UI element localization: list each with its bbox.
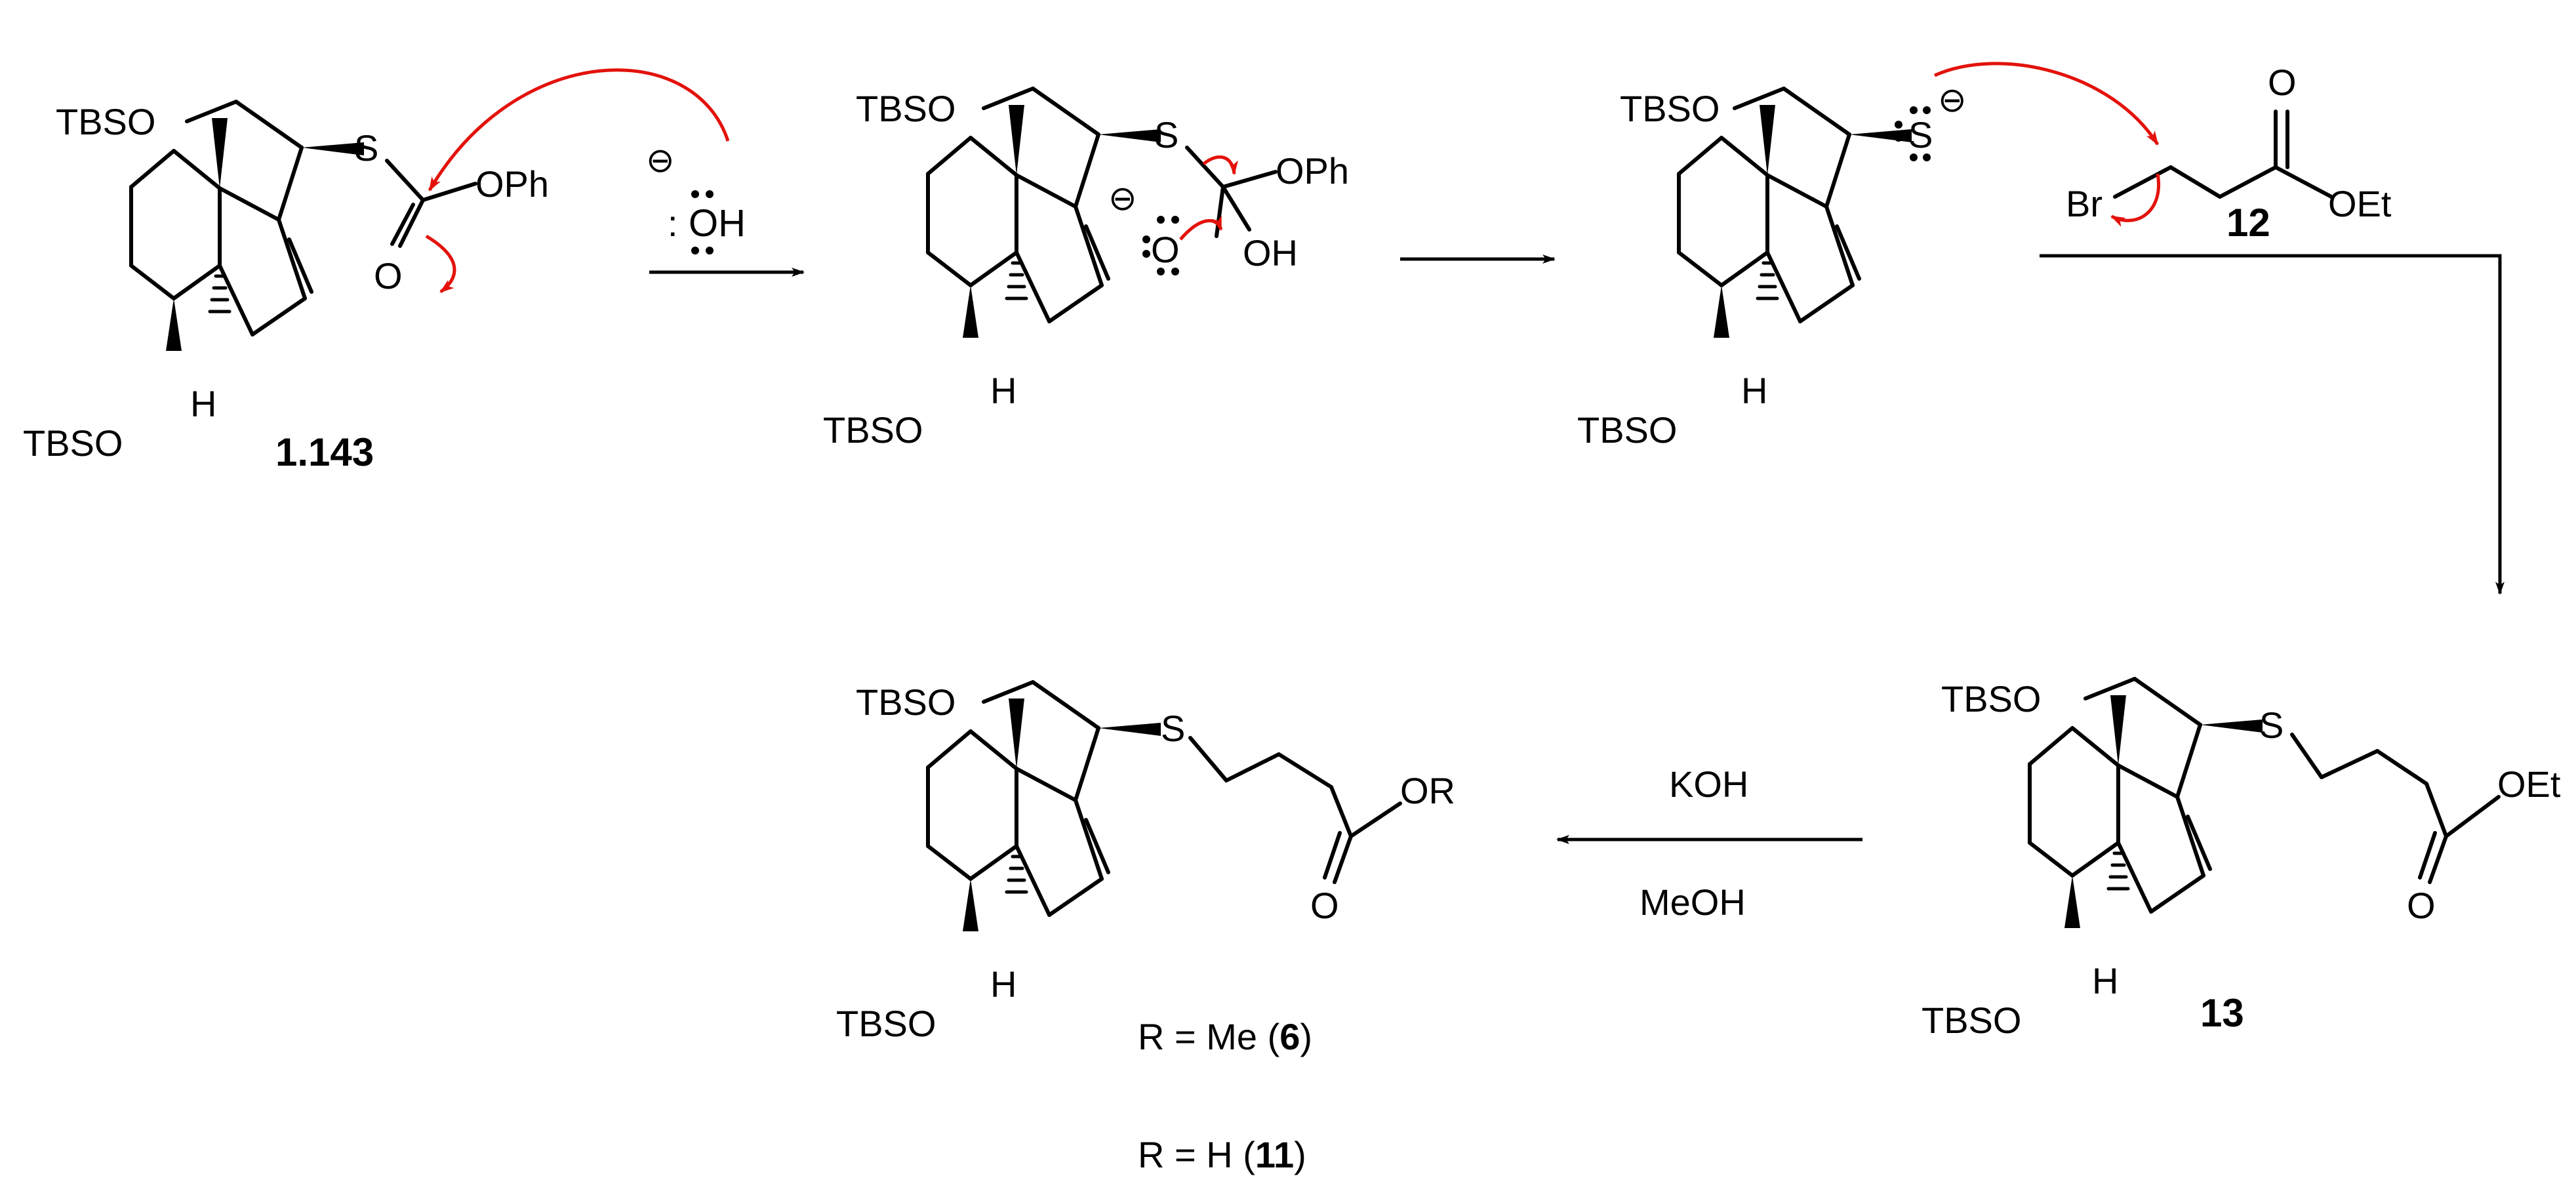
h-label-3: H <box>1741 370 1767 411</box>
oet-label-12: OEt <box>2328 183 2392 224</box>
h-label-2: H <box>990 370 1016 411</box>
tbso-bottom-label-13: TBSO <box>1922 1000 2021 1041</box>
oxyanion-o-label: O <box>1151 229 1180 270</box>
oet-label-13: OEt <box>2497 763 2561 805</box>
lone-pair-left: : <box>668 203 678 244</box>
r-h-caption: R = H (11) <box>1138 1134 1306 1175</box>
neg-charge-oh: ⊖ <box>646 142 675 180</box>
ester-o-label-12: O <box>2268 62 2297 103</box>
s-label-3: S <box>1908 114 1933 155</box>
curly-arrow-reform-co <box>1179 215 1223 241</box>
oph-label: OPh <box>475 163 549 205</box>
h-label-13: H <box>2092 960 2118 1002</box>
r-me-caption: R = Me (6) <box>1138 1016 1312 1057</box>
neg-charge-s: ⊖ <box>1938 81 1967 119</box>
compound-label-1-143: 1.143 <box>275 430 374 474</box>
curly-arrow-carbonyl <box>425 234 456 293</box>
h-label-6: H <box>990 963 1016 1005</box>
oh-label-2: OH <box>1243 232 1298 273</box>
ester-o-label-13: O <box>2407 885 2436 926</box>
tbso-bottom-label-6: TBSO <box>836 1003 936 1044</box>
compound-12: Br O OEt 12 <box>2066 62 2392 245</box>
reagent-koh: KOH <box>1669 763 1748 805</box>
compound-1-143: TBSO TBSO H S O OPh 1.143 <box>23 68 730 474</box>
s-label-13: S <box>2259 704 2284 746</box>
s-label-6: S <box>1161 708 1185 749</box>
tbso-top-label-2: TBSO <box>856 88 956 129</box>
s-label: S <box>354 127 378 169</box>
or-label: OR <box>1400 770 1455 811</box>
tbso-bottom-label: TBSO <box>23 422 123 464</box>
tbso-bottom-label-3: TBSO <box>1577 409 1677 451</box>
curly-arrow-br-leave <box>2110 173 2160 227</box>
reagent-meoh: MeOH <box>1640 881 1746 923</box>
oph-label-2: OPh <box>1276 150 1349 192</box>
tbso-bottom-label-2: TBSO <box>823 409 923 451</box>
hydroxide-reagent: ⊖ OH : <box>646 142 746 254</box>
h-label: H <box>190 383 216 424</box>
compound-label-13: 13 <box>2200 991 2244 1035</box>
arrow-step-3 <box>2040 254 2505 595</box>
br-label: Br <box>2066 183 2103 224</box>
tbso-top-label-3: TBSO <box>1620 88 1720 129</box>
neg-charge-o: ⊖ <box>1108 180 1137 218</box>
curly-arrow-cs-cleave <box>1202 155 1239 176</box>
carbonyl-o-label: O <box>374 255 403 296</box>
thiolate-intermediate: TBSO TBSO H S ⊖ <box>1577 62 2160 451</box>
compound-label-12: 12 <box>2226 201 2270 245</box>
s-label-2: S <box>1154 114 1178 155</box>
curly-arrow-sn2-attack <box>1933 62 2160 146</box>
tbso-top-label-13: TBSO <box>1941 678 2041 719</box>
tetrahedral-intermediate: TBSO TBSO H S OPh O ⊖ OH <box>823 88 1349 451</box>
ester-o-label-6: O <box>1310 885 1339 926</box>
tbso-top-label: TBSO <box>56 101 155 142</box>
curly-arrow-oh-attack <box>428 68 730 192</box>
final-product: TBSO TBSO H S O OR R = Me (6) R = H (11) <box>836 681 1455 1175</box>
tbso-top-label-6: TBSO <box>856 681 956 723</box>
oh-label: OH <box>689 202 746 245</box>
compound-13: TBSO TBSO H S O OEt 13 <box>1922 678 2561 1041</box>
